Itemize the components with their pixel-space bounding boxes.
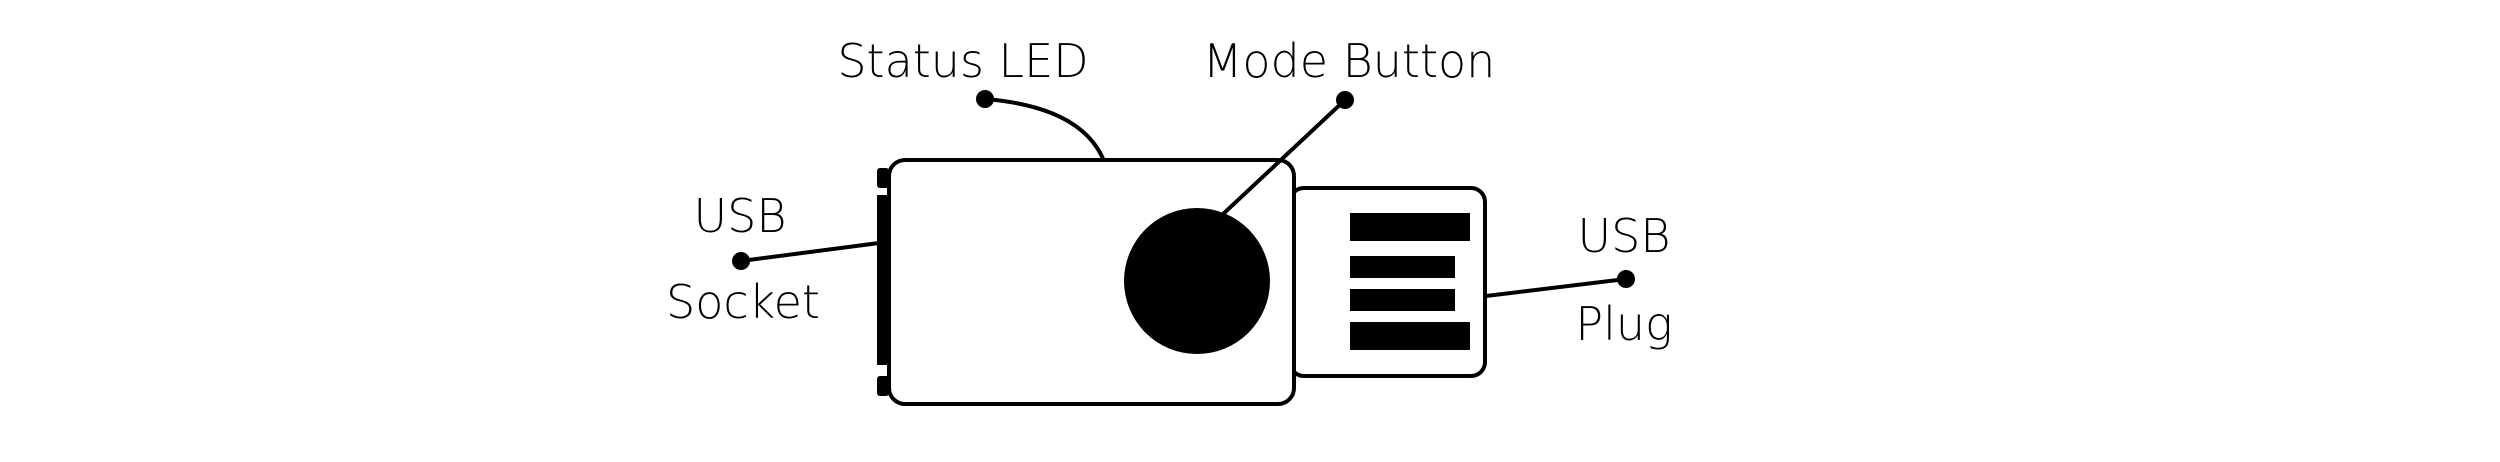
mode-button [1124, 208, 1270, 354]
usb-socket [877, 168, 889, 396]
usb-socket-dot [732, 252, 750, 270]
mode-button-dot [1336, 91, 1354, 109]
usb-plug [1288, 186, 1487, 378]
usb-plug-label-line1: USB [1578, 209, 1671, 263]
usb-socket-leader [740, 241, 880, 263]
usb-socket-label-line1: USB [694, 189, 787, 243]
usb-plug-label-line2: Plug [1575, 297, 1672, 351]
status-led-label: Status LED [837, 34, 1088, 88]
usb-socket-bottom-tab [877, 376, 889, 396]
usb-plug-dot [1617, 270, 1635, 288]
usb-socket-top-tab [877, 168, 889, 188]
usb-plug-leader [1485, 277, 1627, 298]
mode-button-label: Mode Button [1203, 34, 1496, 88]
usb-plug-contact-3 [1350, 289, 1455, 311]
usb-plug-contact-2 [1350, 256, 1455, 278]
usb-socket-label-line2: Socket [666, 275, 820, 329]
usb-plug-contact-4 [1350, 322, 1470, 350]
mode-button-leader [1220, 98, 1347, 217]
usb-plug-contact-1 [1350, 213, 1470, 241]
status-led-dot [976, 90, 994, 108]
status-led-leader [984, 97, 1106, 162]
usb-socket-bar [877, 195, 889, 365]
